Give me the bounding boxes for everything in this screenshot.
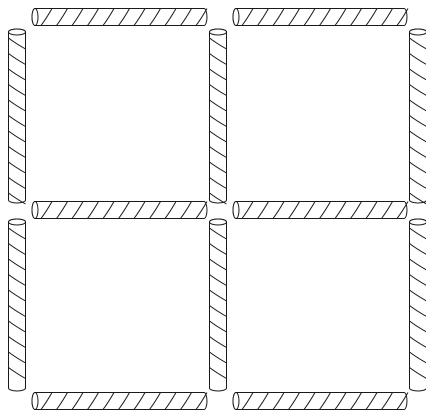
horizontal-stick-r1-c1: [32, 9, 207, 26]
horizontal-stick-r3-c2: [233, 393, 408, 410]
vertical-stick-c3-r2: [410, 219, 426, 391]
vertical-stick-c2-r1: [210, 29, 227, 204]
horizontal-stick-r3-c1: [32, 393, 207, 410]
stick-layer: [9, 9, 426, 410]
vertical-stick-c3-r1: [410, 29, 426, 204]
vertical-stick-c1-r2: [9, 219, 26, 391]
vertical-stick-c1-r1: [9, 29, 26, 204]
horizontal-stick-r2-c1: [32, 202, 207, 219]
horizontal-stick-r1-c2: [233, 9, 408, 26]
vertical-stick-c2-r2: [210, 219, 227, 391]
horizontal-stick-r2-c2: [233, 202, 408, 219]
